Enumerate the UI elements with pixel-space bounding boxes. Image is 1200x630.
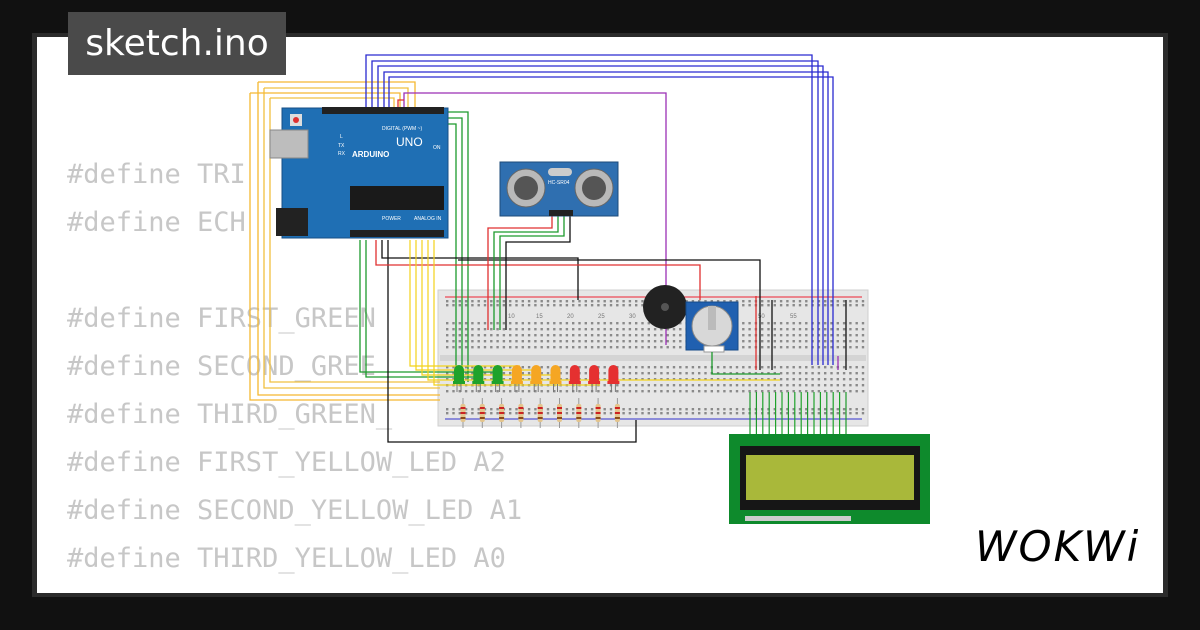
resistor [518,398,524,428]
bb-col-number: 30 [629,314,636,320]
led [530,365,543,392]
ultrasonic-sensor: HC-SR04 [499,161,619,217]
led [491,365,504,392]
bb-col-number: 20 [567,314,574,320]
reset-button [293,117,299,123]
led [607,365,620,392]
led [472,365,485,392]
resistor [479,398,485,428]
power-analog-header [350,230,444,237]
resistor [576,398,582,428]
resistor [499,398,505,428]
bb-col-number: 50 [758,314,765,320]
code-line: #define THIRD_GREEN_ [67,399,393,430]
bb-col-number: 15 [536,314,543,320]
code-line: #define SECOND_YELLOW_LED A1 [67,495,523,526]
resistor [614,398,620,428]
board-l-label: L [340,134,343,140]
resistor [595,398,601,428]
wires-black [381,240,761,443]
board-brand: ARDUINO [352,150,389,159]
resistor [537,398,543,428]
wires-blue [365,54,834,365]
usb-port [269,129,309,159]
resistor [557,398,562,428]
board-digital-label: DIGITAL (PWM ~) [382,126,422,132]
bb-col-number: 25 [598,314,605,320]
board-rx-label: RX [338,151,346,157]
resistor-row [460,398,620,428]
led [510,364,523,392]
code-line: #define SECOND_GREE [67,351,376,382]
power-jack [276,208,308,236]
led [453,365,465,392]
sensor-label: HC-SR04 [548,180,570,186]
potentiometer [685,301,739,353]
led [588,365,601,392]
wire-purple [403,92,667,345]
digital-header [322,107,444,114]
board-on-label: ON [433,145,441,151]
wires-left-loops [249,81,440,401]
code-line: #define TRI [67,159,246,190]
code-line: #define ECH [67,207,246,238]
arduino-uno-board: DIGITAL (PWM ~) UNO ARDUINO ON L TX RX P… [269,107,449,239]
board-power-label: POWER [382,216,401,222]
page-title: sketch.ino [68,12,286,75]
led [549,365,562,392]
code-line: #define THIRD_YELLOW_LED A0 [67,543,506,574]
code-line: #define FIRST_RED_LED A [67,583,522,593]
board-analog-label: ANALOG IN [414,216,442,222]
led-row [453,364,620,392]
bb-col-number: 10 [508,314,515,320]
bb-col-number: 55 [790,314,797,320]
code-line: #define FIRST_YELLOW_LED A2 [67,447,506,478]
resistor [460,398,466,428]
wokwi-logo: WOKWi [975,522,1141,571]
atmega-chip [350,186,444,210]
code-line: #define FIRST_GREEN [67,303,376,334]
led [568,365,581,392]
board-tx-label: TX [338,143,345,149]
lcd-display [729,434,930,524]
code-background: #define TRI #define ECH #define FIRST_GREE… [67,151,522,593]
buzzer [643,285,687,329]
board-name: UNO [396,135,423,149]
